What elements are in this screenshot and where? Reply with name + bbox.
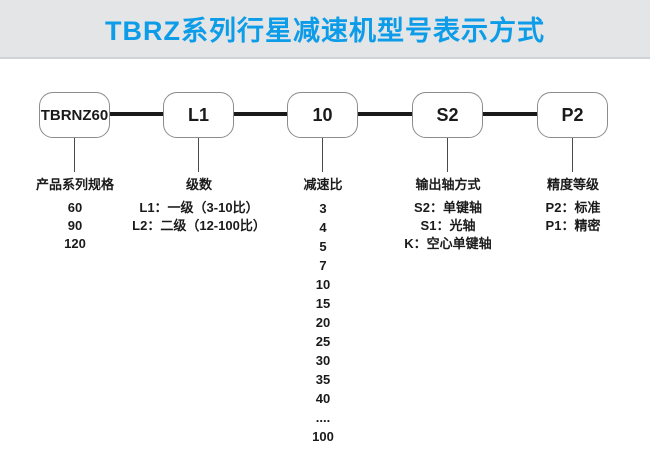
legend-column-title: 减速比	[303, 177, 343, 192]
legend-column-ratio: 减速比 3 4 5 7 10 15 20 25 30 35 40 .... 10…	[283, 176, 363, 446]
legend-item: 20	[315, 315, 331, 330]
legend-column-title: 级数	[185, 177, 212, 192]
legend-column-title: 产品系列规格	[35, 177, 114, 192]
model-box-stage: L1	[163, 92, 234, 138]
legend-item: 7	[319, 258, 327, 273]
legend-item: P1：精密	[545, 218, 601, 233]
connector-line	[234, 112, 287, 116]
pointer-line	[74, 138, 75, 172]
model-box-output-shaft: S2	[412, 92, 483, 138]
legend-column-series: 产品系列规格 60 90 120	[15, 176, 135, 253]
page-title: TBRZ系列行星减速机型号表示方式	[105, 16, 545, 46]
legend-item: S1：光轴	[420, 218, 476, 233]
legend-item: 4	[319, 220, 327, 235]
legend-item: 60	[67, 200, 83, 215]
connector-line	[110, 112, 163, 116]
legend-item: 90	[67, 218, 83, 233]
legend-item: 30	[315, 353, 331, 368]
legend-item: P2：标准	[545, 200, 601, 215]
model-box-label: L1	[187, 104, 209, 125]
legend-column-accuracy: 精度等级 P2：标准 P1：精密	[513, 176, 633, 235]
legend-item: 35	[315, 372, 331, 387]
legend-item: 120	[64, 236, 86, 251]
pointer-line	[572, 138, 573, 172]
model-box-label: P2	[561, 104, 584, 125]
model-box-label: S2	[436, 104, 459, 125]
model-box-ratio: 10	[287, 92, 358, 138]
model-box-series: TBRNZ60	[39, 92, 110, 138]
legend-item: 15	[315, 296, 331, 311]
legend-item: 40	[315, 391, 331, 406]
connector-line	[358, 112, 412, 116]
legend-item: S2：单键轴	[414, 200, 482, 215]
model-box-label: TBRNZ60	[40, 106, 109, 124]
page-header: TBRZ系列行星减速机型号表示方式	[0, 0, 650, 59]
legend-item: 100	[312, 429, 334, 444]
legend-column-title: 精度等级	[546, 177, 599, 192]
legend-item: ....	[315, 410, 331, 425]
legend-item: K：空心单键轴	[404, 236, 492, 251]
legend-column-output-shaft: 输出轴方式 S2：单键轴 S1：光轴 K：空心单键轴	[378, 176, 518, 253]
model-box-label: 10	[312, 104, 333, 125]
legend-item: 5	[319, 239, 327, 254]
legend-item: 10	[315, 277, 331, 292]
pointer-line	[198, 138, 199, 172]
legend-item: L1：一级（3-10比）	[139, 200, 259, 215]
connector-line	[483, 112, 537, 116]
legend-column-stage: 级数 L1：一级（3-10比） L2：二级（12-100比）	[109, 176, 289, 235]
legend-item: L2：二级（12-100比）	[132, 218, 266, 233]
legend-column-title: 输出轴方式	[415, 177, 481, 192]
legend-item: 3	[319, 201, 327, 216]
pointer-line	[322, 138, 323, 172]
model-box-accuracy: P2	[537, 92, 608, 138]
legend-item: 25	[315, 334, 331, 349]
pointer-line	[447, 138, 448, 172]
